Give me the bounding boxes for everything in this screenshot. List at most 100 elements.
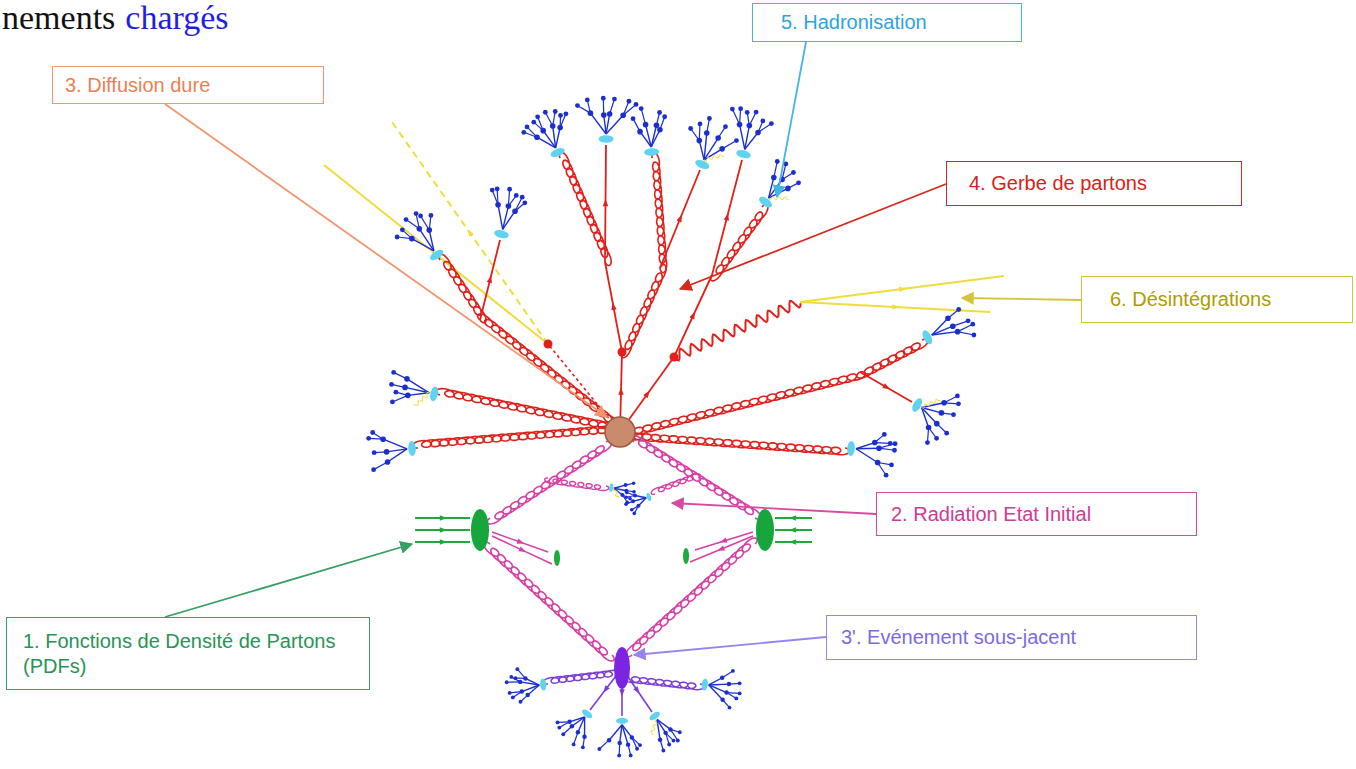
hadron-dot [366, 436, 371, 441]
hadron-dot [630, 508, 634, 512]
photon-line [413, 393, 429, 406]
arrow-head [467, 229, 473, 236]
hadron-dot [696, 138, 702, 144]
hadron-dot [662, 114, 667, 119]
hadron-cluster [580, 708, 593, 720]
hadron-dot [575, 103, 580, 108]
hadron-dot [727, 682, 731, 686]
arrow-head [789, 515, 796, 520]
hadron-dot [755, 130, 761, 136]
hadron-dot [414, 211, 419, 216]
arrow-head [603, 199, 608, 206]
hadron-dot [634, 102, 639, 107]
hard-scatter-blob [605, 417, 635, 447]
hadron-dot [738, 106, 743, 111]
hadron-cluster [847, 441, 856, 457]
hadron-dot [394, 390, 399, 395]
hadron-dot [601, 112, 607, 118]
leader-line [680, 184, 946, 289]
hadron-dot [730, 107, 735, 112]
hadron-cluster [493, 229, 509, 240]
hadron-cluster [644, 148, 660, 157]
callout-box: 3. Diffusion dure [52, 66, 324, 104]
quark-line [651, 130, 660, 147]
hadron-dot [597, 747, 601, 751]
gluon-line [857, 339, 928, 378]
hadron-dot [429, 213, 434, 218]
hadron-dot [409, 236, 415, 242]
hadron-cluster [910, 397, 924, 414]
arrow-head [720, 538, 728, 543]
hadron-dot [558, 113, 563, 118]
arrow-head [899, 287, 906, 292]
hadron-dot [888, 441, 893, 446]
hadron-dot [667, 743, 671, 747]
quark-line [633, 498, 646, 502]
quark-line [570, 717, 585, 722]
hadron-dot [512, 208, 518, 214]
hadron-dot [738, 681, 742, 685]
hadron-dot [663, 731, 667, 735]
hadron-dot [882, 432, 887, 437]
gluon-line [621, 265, 666, 358]
hadron-dot [956, 401, 961, 406]
hadron-dot [658, 737, 662, 741]
hadron-dot [620, 493, 624, 497]
quark-line [388, 449, 407, 462]
hadron-dot [951, 412, 956, 417]
quark-line [605, 262, 622, 352]
hadron-dot [956, 307, 961, 312]
quark-line [712, 160, 742, 275]
quark-line [699, 141, 704, 160]
hadron-dot [926, 425, 932, 431]
hadron-dot [508, 691, 512, 695]
remnant-ellipse [554, 550, 560, 566]
hadron-dot [509, 675, 513, 679]
hadron-dot [934, 436, 939, 441]
hadron-dot [426, 227, 432, 233]
hadron-dot [520, 689, 524, 693]
arrow-head [789, 527, 796, 532]
hadron-dot [771, 175, 777, 181]
hadron-dot [698, 122, 703, 127]
hadron-dot [490, 188, 495, 193]
arrow-head [717, 545, 725, 550]
hadron-dot [531, 120, 536, 125]
hadron-dot [678, 730, 682, 734]
callout-box: 3'. Evénement sous-jacent [826, 615, 1197, 660]
hadron-cluster [735, 149, 751, 160]
hadron-cluster [428, 248, 445, 263]
leader-line [777, 42, 806, 197]
hadron-dot [734, 697, 738, 701]
hadron-dot [654, 122, 660, 128]
quark-line [392, 122, 548, 344]
hadron-dot [639, 106, 644, 111]
hadron-dot [525, 124, 530, 129]
hadron-dot [760, 119, 765, 124]
hadron-dot [893, 441, 898, 446]
arrow-head [487, 276, 492, 284]
hadron-dot [688, 126, 693, 131]
hadron-dot [564, 111, 569, 116]
hadron-dot [523, 676, 527, 680]
hadron-dot [737, 122, 743, 128]
hadron-dot [629, 754, 633, 758]
arrow-head [882, 383, 890, 389]
quark-line [590, 113, 606, 134]
arrow-head [689, 312, 694, 320]
arrow-head [603, 685, 610, 692]
hadron-dot [934, 421, 940, 427]
arrow-head [724, 213, 729, 221]
gluon-line [711, 204, 768, 280]
arrow-head [440, 515, 447, 520]
quark-line [932, 318, 948, 335]
arrow-head [789, 539, 796, 544]
hadron-dot [785, 186, 791, 192]
hadron-dot [535, 114, 540, 119]
hadron-dot [791, 170, 796, 175]
hadron-dot [633, 493, 637, 497]
leader-line [962, 298, 1081, 300]
hadron-dot [404, 217, 409, 222]
callout-text: 6. Désintégrations [1110, 287, 1271, 311]
hadron-dot [657, 110, 662, 115]
